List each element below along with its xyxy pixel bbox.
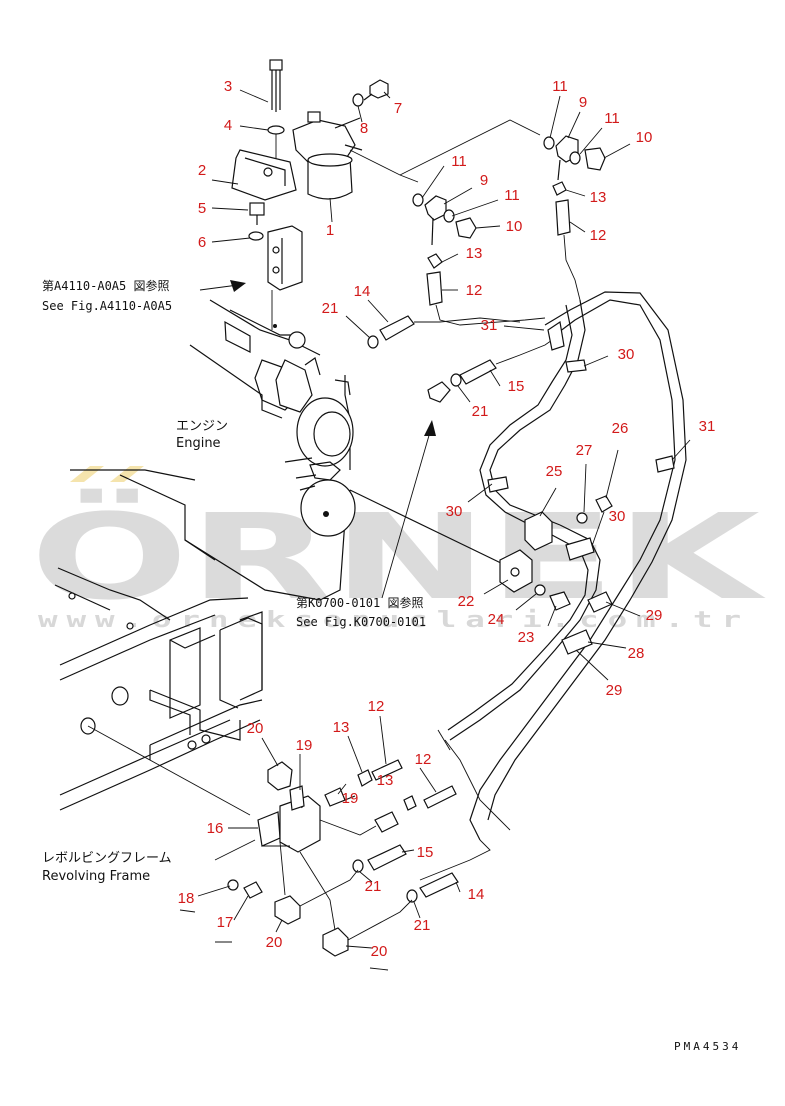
watermark-accent-left bbox=[70, 466, 104, 482]
fittings-lower bbox=[179, 759, 459, 971]
leader-lines bbox=[197, 89, 691, 949]
arrow-to-engine bbox=[424, 420, 436, 436]
reference-top-en: See Fig.A4110-A0A5 bbox=[42, 299, 172, 313]
engine-label-en: Engine bbox=[176, 436, 221, 451]
engine-label-jp: エンジン bbox=[176, 419, 228, 434]
callout-27: 27 bbox=[576, 442, 593, 459]
callout-28: 28 bbox=[628, 645, 645, 662]
callout-11-a: 11 bbox=[552, 78, 568, 95]
callout-13-a: 13 bbox=[590, 189, 607, 206]
callout-18: 18 bbox=[178, 890, 195, 907]
callout-15-b: 15 bbox=[417, 844, 434, 861]
callout-29-a: 29 bbox=[646, 607, 663, 624]
frame-label-jp: レボルビングフレーム bbox=[42, 851, 172, 866]
callout-22: 22 bbox=[458, 593, 475, 610]
callouts: 3 4 2 5 6 7 8 1 11 9 11 10 11 9 11 10 13… bbox=[178, 78, 716, 960]
callout-23: 23 bbox=[518, 629, 535, 646]
callout-14-a: 14 bbox=[354, 283, 371, 300]
engine-block bbox=[70, 299, 506, 601]
watermark-accent-right bbox=[110, 466, 144, 482]
hoses bbox=[367, 291, 687, 881]
callout-21-d: 21 bbox=[414, 917, 431, 934]
watermark-brand: ÖRNEK bbox=[30, 488, 767, 626]
fittings-upper bbox=[349, 119, 606, 326]
callout-31-b: 31 bbox=[699, 418, 716, 435]
frame-label-en: Revolving Frame bbox=[42, 869, 150, 884]
callout-31-a: 31 bbox=[481, 317, 498, 334]
callout-13-d: 13 bbox=[377, 772, 394, 789]
revolving-frame bbox=[54, 567, 263, 816]
callout-10-b: 10 bbox=[506, 218, 523, 235]
callout-14-b: 14 bbox=[468, 886, 485, 903]
callout-30-c: 30 bbox=[609, 508, 626, 525]
reference-middle-jp: 第K0700-0101 図参照 bbox=[296, 595, 423, 610]
callout-24: 24 bbox=[488, 611, 505, 628]
callout-21-b: 21 bbox=[472, 403, 489, 420]
reference-top-jp: 第A4110-A0A5 図参照 bbox=[42, 278, 169, 293]
callout-17: 17 bbox=[217, 914, 234, 931]
callout-4: 4 bbox=[224, 117, 232, 134]
callout-9-a: 9 bbox=[579, 94, 587, 111]
callout-19-a: 19 bbox=[296, 737, 313, 754]
callout-10-a: 10 bbox=[636, 129, 653, 146]
arrow-to-bracket bbox=[230, 280, 246, 292]
callout-5: 5 bbox=[198, 200, 206, 217]
drawing-code: PMA4534 bbox=[674, 1040, 741, 1053]
reference-middle-en: See Fig.K0700-0101 bbox=[296, 615, 426, 629]
callout-13-b: 13 bbox=[466, 245, 483, 262]
callout-1: 1 bbox=[326, 222, 334, 239]
callout-2: 2 bbox=[198, 162, 206, 179]
callout-11-b: 11 bbox=[604, 110, 620, 127]
callout-20-b: 20 bbox=[266, 934, 283, 951]
fuel-filter-assembly bbox=[231, 59, 389, 330]
callout-7: 7 bbox=[394, 100, 402, 117]
callout-15-a: 15 bbox=[508, 378, 525, 395]
reference-arrows bbox=[199, 280, 436, 599]
callout-11-c: 11 bbox=[451, 153, 467, 170]
callout-21-c: 21 bbox=[365, 878, 382, 895]
watermark: ÖRNEK www.orneksonuclari.com.tr bbox=[30, 466, 767, 633]
callout-9-b: 9 bbox=[480, 172, 488, 189]
callout-30-b: 30 bbox=[446, 503, 463, 520]
callout-30-a: 30 bbox=[618, 346, 635, 363]
callout-12-c: 12 bbox=[368, 698, 385, 715]
callout-21-a: 21 bbox=[322, 300, 339, 317]
callout-11-d: 11 bbox=[504, 187, 520, 204]
callout-12-d: 12 bbox=[415, 751, 432, 768]
callout-20-c: 20 bbox=[371, 943, 388, 960]
callout-6: 6 bbox=[198, 234, 206, 251]
callout-3: 3 bbox=[224, 78, 232, 95]
callout-20-a: 20 bbox=[247, 720, 264, 737]
callout-13-c: 13 bbox=[333, 719, 350, 736]
callout-12-b: 12 bbox=[466, 282, 483, 299]
callout-19-b: 19 bbox=[342, 790, 359, 807]
labels: 第A4110-A0A5 図参照 See Fig.A4110-A0A5 第K070… bbox=[42, 278, 741, 1053]
callout-26: 26 bbox=[612, 420, 629, 437]
callout-8: 8 bbox=[360, 120, 368, 137]
callout-12-a: 12 bbox=[590, 227, 607, 244]
callout-29-b: 29 bbox=[606, 682, 623, 699]
callout-16: 16 bbox=[207, 820, 224, 837]
callout-25: 25 bbox=[546, 463, 563, 480]
watermark-url: www.orneksonuclari.com.tr bbox=[38, 608, 750, 633]
